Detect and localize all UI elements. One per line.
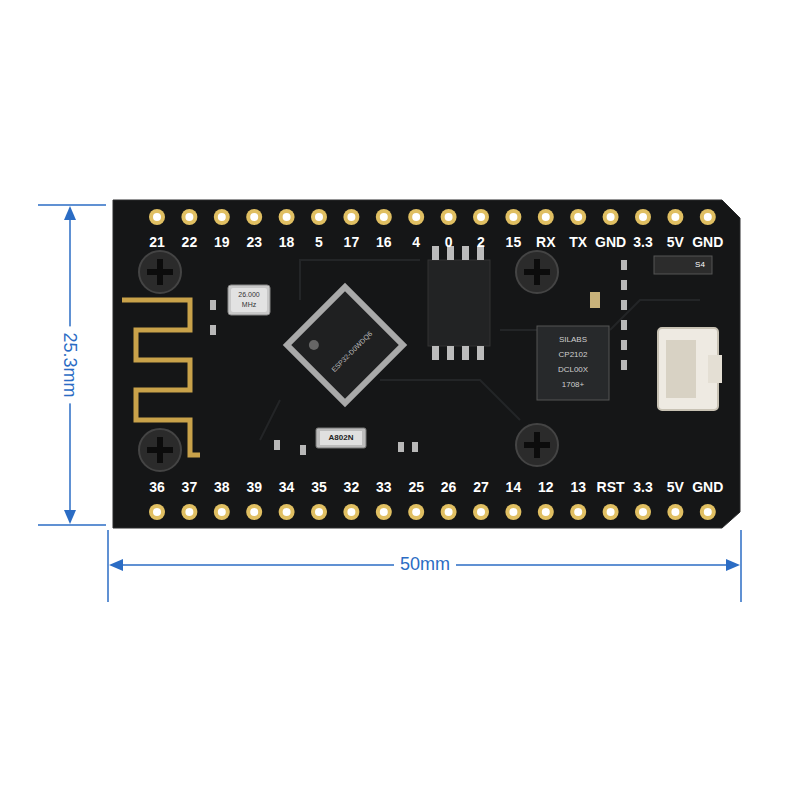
- pin-hole: [505, 209, 521, 225]
- pin-label: 33: [376, 480, 392, 495]
- pin-label: GND: [692, 480, 723, 495]
- pin-hole: [149, 209, 165, 225]
- pin-hole: [570, 504, 586, 520]
- pin-holes: [149, 209, 716, 520]
- pcb-board: [113, 200, 740, 528]
- pin-label: RX: [536, 235, 555, 250]
- pin-label: 36: [149, 480, 165, 495]
- pin-label: RST: [597, 480, 625, 495]
- mounting-screws: [139, 251, 558, 471]
- pin-hole: [376, 504, 392, 520]
- crystal: [228, 285, 270, 315]
- pin-label: 3.3: [633, 235, 652, 250]
- pin-label: 35: [311, 480, 327, 495]
- pin-label: 5V: [667, 480, 684, 495]
- chip-marking: DCL00X: [558, 366, 588, 375]
- pin-label: 0: [445, 235, 453, 250]
- pin-hole: [667, 504, 683, 520]
- chip-marking: CP2102: [559, 351, 588, 360]
- pin-hole: [181, 504, 197, 520]
- flash-chip: [428, 246, 490, 360]
- battery-connector: [658, 328, 722, 410]
- diode: [654, 256, 712, 274]
- pin-label: 27: [473, 480, 489, 495]
- pin-hole: [149, 504, 165, 520]
- dimension-label: 50mm: [394, 555, 456, 575]
- pin-hole: [343, 504, 359, 520]
- pin-label: 5: [315, 235, 323, 250]
- dimension-label: 25.3mm: [60, 326, 80, 403]
- pin-hole: [473, 209, 489, 225]
- small-crystal: [316, 428, 366, 448]
- pin-label: 17: [344, 235, 360, 250]
- esp32-chip: [283, 283, 407, 407]
- chip-marking: 26.000: [238, 291, 259, 299]
- chip-marking: A802N: [329, 434, 354, 443]
- pin-hole: [603, 209, 619, 225]
- part-label: S4: [695, 261, 705, 270]
- pin-hole: [311, 209, 327, 225]
- pin-hole: [538, 209, 554, 225]
- pin-hole: [311, 504, 327, 520]
- pin-hole: [570, 209, 586, 225]
- pin-hole: [441, 504, 457, 520]
- pin-label: 25: [408, 480, 424, 495]
- pin-label: 13: [570, 480, 586, 495]
- pin-hole: [376, 209, 392, 225]
- pin-hole: [473, 504, 489, 520]
- pin-label: TX: [569, 235, 587, 250]
- pin-label: GND: [595, 235, 626, 250]
- pin-label: 18: [279, 235, 295, 250]
- usb-uart-chip: [537, 326, 609, 400]
- pin-label: 3.3: [633, 480, 652, 495]
- pin-hole: [246, 504, 262, 520]
- pin-label: 12: [538, 480, 554, 495]
- small-crystal-top: [320, 431, 362, 445]
- pin-hole: [441, 209, 457, 225]
- pin-hole: [279, 504, 295, 520]
- pin-hole: [279, 209, 295, 225]
- pin-label: 22: [182, 235, 198, 250]
- chip-marking: SILABS: [559, 336, 587, 345]
- pin-label: 39: [246, 480, 262, 495]
- pin-label: 19: [214, 235, 230, 250]
- pin-label: 5V: [667, 235, 684, 250]
- chip-marking: 1708+: [562, 381, 584, 390]
- crystal-top: [231, 288, 267, 312]
- pin-hole: [246, 209, 262, 225]
- pin-label: 15: [506, 235, 522, 250]
- pin-label: 16: [376, 235, 392, 250]
- pin-hole: [214, 504, 230, 520]
- pin-hole: [667, 209, 683, 225]
- pin-hole: [603, 504, 619, 520]
- pin-label: 37: [182, 480, 198, 495]
- pin-label: 26: [441, 480, 457, 495]
- pin-label: 23: [246, 235, 262, 250]
- pin-label: 38: [214, 480, 230, 495]
- pin-label: GND: [692, 235, 723, 250]
- pin-hole: [700, 504, 716, 520]
- pin-label: 4: [412, 235, 420, 250]
- chip-marking: ESP32-D0WDQ6: [330, 330, 374, 374]
- pin-hole: [700, 209, 716, 225]
- pin-hole: [408, 209, 424, 225]
- pin-label: 21: [149, 235, 165, 250]
- pin-hole: [505, 504, 521, 520]
- pin-hole: [635, 209, 651, 225]
- pin-label: 34: [279, 480, 295, 495]
- pin-hole: [408, 504, 424, 520]
- pin-hole: [214, 209, 230, 225]
- pin-hole: [343, 209, 359, 225]
- pin-label: 2: [477, 235, 485, 250]
- pin-hole: [635, 504, 651, 520]
- pcb-traces: [260, 260, 700, 440]
- pin-label: 14: [506, 480, 522, 495]
- pin-label: 32: [344, 480, 360, 495]
- smd-parts: [210, 260, 627, 455]
- pin-hole: [538, 504, 554, 520]
- chip-marking: MHz: [242, 301, 256, 309]
- pin-hole: [181, 209, 197, 225]
